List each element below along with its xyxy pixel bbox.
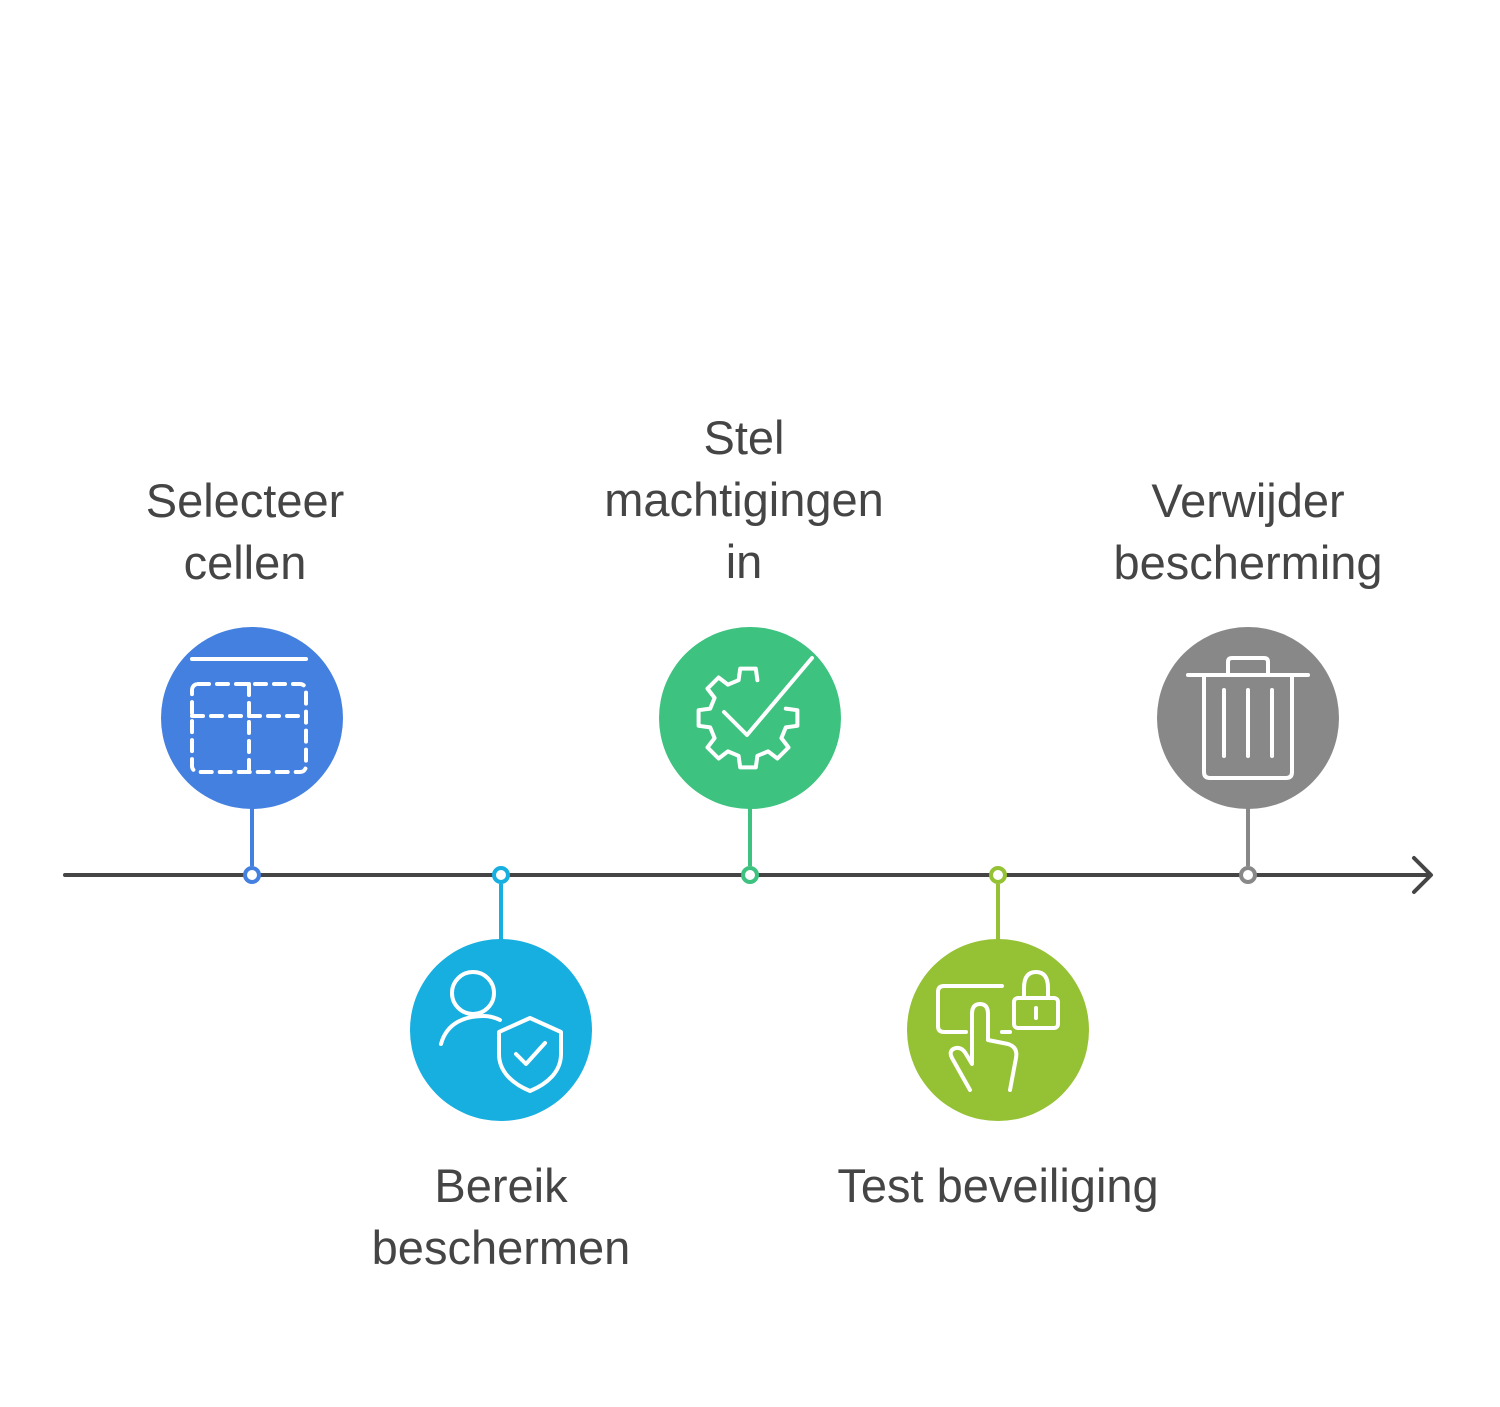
step-label-line: Bereik [434,1159,568,1212]
step-circle [659,627,841,809]
step-marker [492,866,510,884]
step-label-verwijder-bescherming: Verwijder bescherming [1068,470,1428,594]
trash-icon [1186,656,1310,780]
step-marker [989,866,1007,884]
step-label-line: machtigingen [604,473,884,526]
timeline-arrowhead [1412,856,1433,894]
touch-lock-icon [936,970,1060,1092]
step-label-line: Verwijder [1151,474,1345,527]
step-label-line: in [725,535,763,588]
step-label-selecteer-cellen: Selecteer cellen [65,470,425,594]
step-label-line: bescherming [1113,536,1383,589]
step-label-line: beschermen [371,1221,631,1274]
step-marker [741,866,759,884]
step-marker [243,866,261,884]
step-selecteer-cellen [161,627,343,884]
step-bereik-beschermen [410,866,592,1121]
step-label-test-beveiliging: Test beveiliging [818,1155,1178,1217]
table-grid-icon [190,657,308,774]
user-shield-icon [439,970,563,1093]
step-test-beveiliging [907,866,1089,1121]
step-label-bereik-beschermen: Bereik beschermen [321,1155,681,1279]
step-circle [907,939,1089,1121]
step-label-line: Stel [703,411,785,464]
step-label-line: Selecteer [145,474,345,527]
step-label-line: cellen [183,536,307,589]
step-label-line: Test beveiliging [837,1159,1159,1212]
step-stel-machtigingen-in [659,627,841,884]
gear-check-icon [696,656,814,770]
step-verwijder-bescherming [1157,627,1339,884]
step-label-stel-machtigingen-in: Stel machtigingen in [564,407,924,593]
step-marker [1239,866,1257,884]
